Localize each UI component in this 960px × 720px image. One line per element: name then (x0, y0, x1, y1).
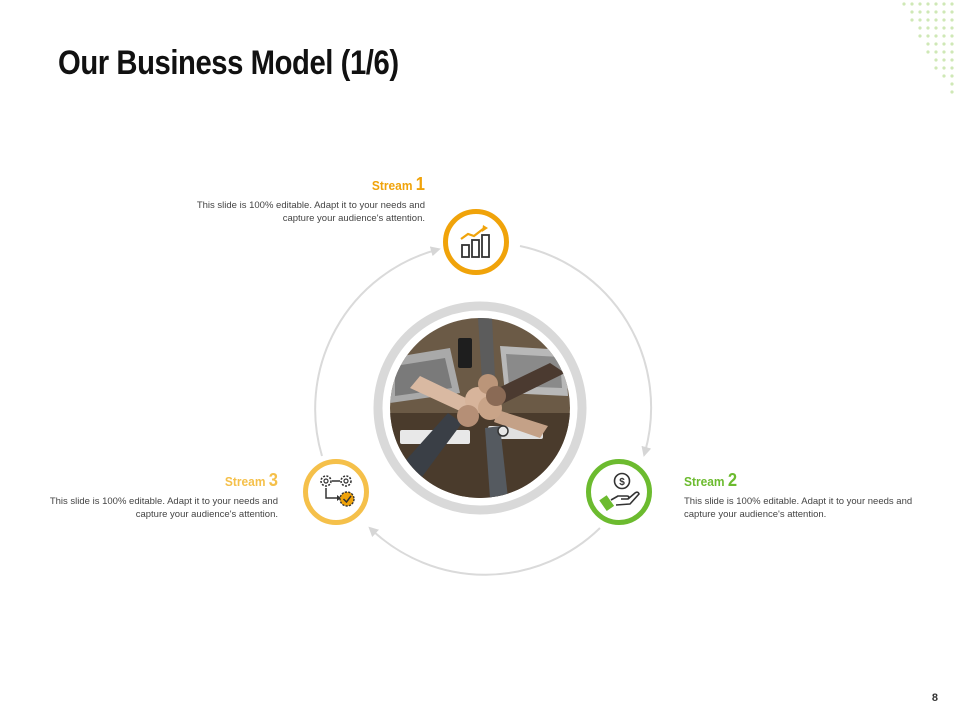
decor-dot (950, 58, 954, 62)
decor-dot (942, 34, 946, 38)
cycle-arrow-3-to-1 (314, 246, 441, 457)
decor-dot (918, 18, 922, 22)
decor-dot (950, 26, 954, 30)
decor-dot (950, 82, 954, 86)
decor-dot (950, 10, 954, 14)
decor-dot (910, 10, 914, 14)
page-number: 8 (931, 692, 938, 704)
stream-1-description: This slide is 100% editable. Adapt it to… (196, 200, 425, 224)
stream-1-heading: Stream 1 (204, 174, 425, 195)
svg-text:$: $ (619, 477, 625, 488)
decor-dot (934, 26, 938, 30)
cycle-arrow-1-to-2 (519, 245, 653, 457)
stream-3-description: This slide is 100% editable. Adapt it to… (49, 496, 278, 520)
decor-dot (942, 10, 946, 14)
gears-process-icon (320, 475, 355, 507)
decor-dot (950, 90, 954, 94)
stream-2-heading: Stream 2 (684, 470, 905, 491)
decor-dot (926, 10, 930, 14)
stream-1-block: Stream 1 This slide is 100% editable. Ad… (185, 174, 425, 225)
team-fist-bump-photo (390, 318, 570, 498)
decor-dot (926, 34, 930, 38)
decor-dot (934, 34, 938, 38)
stream-1-label: Stream (371, 178, 413, 193)
decor-dot (918, 26, 922, 30)
decor-dot (918, 10, 922, 14)
money-hand-icon: $ (599, 472, 640, 512)
decor-dot (910, 2, 914, 6)
decor-dot (942, 42, 946, 46)
cycle-arrow-2-to-3 (368, 526, 601, 576)
decor-dot (934, 42, 938, 46)
stream-3-heading: Stream 3 (57, 470, 278, 491)
stream-3-icon-ring (303, 459, 369, 525)
decor-dot (950, 2, 954, 6)
decor-dot (950, 34, 954, 38)
stream-2-description: This slide is 100% editable. Adapt it to… (684, 496, 913, 520)
decor-dot (926, 42, 930, 46)
stream-2-number: 2 (727, 470, 738, 490)
decor-dot (950, 42, 954, 46)
decor-dot (926, 26, 930, 30)
decor-dot (926, 2, 930, 6)
decor-dot (950, 74, 954, 78)
decor-dot (934, 2, 938, 6)
decor-dot (942, 50, 946, 54)
decor-dot (926, 18, 930, 22)
decor-dot (910, 18, 914, 22)
dot-pattern-decoration (902, 2, 954, 94)
decor-dot (918, 2, 922, 6)
decor-dot (934, 10, 938, 14)
decor-dot (942, 74, 946, 78)
stream-2-label: Stream (684, 474, 725, 489)
stream-3-label: Stream (224, 474, 266, 489)
decor-dot (918, 34, 922, 38)
decor-dot (950, 66, 954, 70)
decor-dot (942, 18, 946, 22)
decor-dot (926, 50, 930, 54)
decor-dot (934, 66, 938, 70)
stream-1-number: 1 (415, 174, 425, 194)
decor-dot (950, 50, 954, 54)
decor-dot (934, 50, 938, 54)
stream-2-block: Stream 2 This slide is 100% editable. Ad… (684, 470, 924, 521)
stream-2-icon-ring: $ (586, 459, 652, 525)
decor-dot (934, 58, 938, 62)
decor-dot (942, 26, 946, 30)
slide-title: Our Business Model (1/6) (58, 44, 399, 82)
growth-chart-icon (460, 225, 490, 258)
decor-dot (942, 2, 946, 6)
decor-dot (942, 58, 946, 62)
decor-dot (902, 2, 906, 6)
stream-3-block: Stream 3 This slide is 100% editable. Ad… (38, 470, 278, 521)
stream-3-number: 3 (268, 470, 278, 490)
decor-dot (934, 18, 938, 22)
decor-dot (942, 66, 946, 70)
decor-dot (950, 18, 954, 22)
stream-1-icon-ring (443, 209, 509, 275)
